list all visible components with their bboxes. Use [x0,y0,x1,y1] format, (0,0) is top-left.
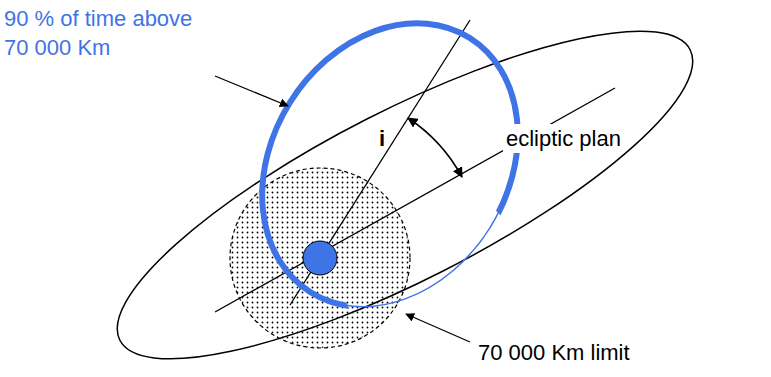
inclination-label: i [379,124,385,153]
plane-label: ecliptic plan [503,124,624,153]
orbit-thin [210,0,569,355]
limit-sphere [230,168,410,348]
orbit-note: 90 % of time above 70 000 Km [4,4,219,62]
orbit-thick [210,0,569,355]
leader-arrow [406,314,470,342]
limit-label: 70 000 Km limit [478,338,630,367]
planet [303,241,337,275]
leader-arrow [215,76,288,106]
ecliptic-plane [81,0,728,377]
orbit-axis [290,20,470,305]
ecliptic-axis [215,88,615,312]
inclination-arc [408,118,462,177]
